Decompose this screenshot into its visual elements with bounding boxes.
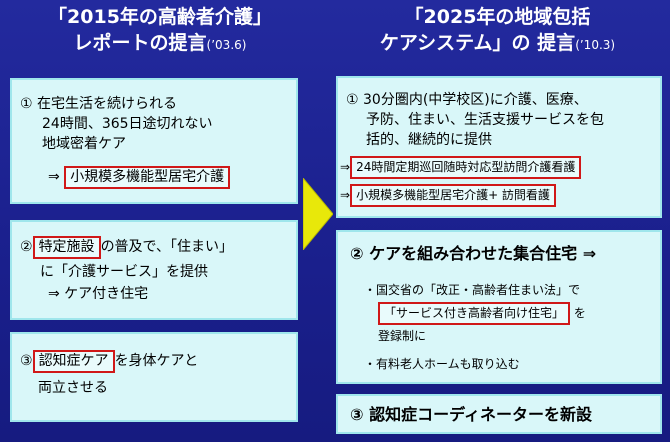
- left-box-1-line1: ① 在宅生活を続けられる: [20, 94, 177, 114]
- right-box-3: ③ 認知症コーディネーターを新設: [336, 394, 662, 434]
- left-title-line2: レポートの提言: [73, 32, 207, 54]
- right-box-1-highlight1: 24時間定期巡回随時対応型訪問介護看護: [350, 156, 582, 179]
- right-box-1-num: ①: [346, 92, 359, 108]
- arrow-icon: ⇒: [340, 188, 351, 202]
- right-box-1: ① 30分圏内(中学校区)に介護、医療、 予防、住まい、生活支援サービスを包 括…: [336, 76, 662, 218]
- right-box-1-line3: 括的、継続的に提供: [366, 132, 492, 148]
- right-box-2-bullet2: ・有料老人ホームも取り込む: [364, 357, 520, 371]
- right-box-1-line2: 予防、住まい、生活支援サービスを包: [366, 112, 604, 128]
- right-box-2: ② ケアを組み合わせた集合住宅 ⇒ ・国交省の「改正・高齢者住まい法」で 「サー…: [336, 230, 662, 384]
- left-box-1: ① 在宅生活を続けられる 24時間、365日途切れない 地域密着ケア ⇒ 小規模…: [10, 78, 298, 204]
- left-box-3-text1: を身体ケアと: [114, 353, 199, 369]
- right-box-2-line2: 「サービス付き高齢者向け住宅」 を: [378, 302, 586, 325]
- right-box-1-highlight2: 小規模多機能型居宅介護+ 訪問看護: [350, 184, 556, 207]
- right-box-2-line3: 登録制に: [378, 329, 427, 343]
- left-box-2-line2: に「介護サービス」を提供: [40, 264, 208, 280]
- left-box-1-line3: 地域密着ケア: [42, 136, 126, 152]
- left-box-1-text1: 在宅生活を続けられる: [37, 96, 178, 112]
- right-box-2-after: を: [573, 306, 586, 320]
- right-arrow-icon: [303, 178, 333, 250]
- right-box-1-arrow-line1: ⇒24時間定期巡回随時対応型訪問介護看護: [340, 156, 582, 179]
- right-title-line1: 「2025年の地域包括: [404, 6, 591, 28]
- right-title-line2: ケアシステム」の 提言: [379, 32, 576, 54]
- right-box-1-text1: 30分圏内(中学校区)に介護、医療、: [363, 92, 588, 108]
- left-box-1-arrow-line: ⇒ 小規模多機能型居宅介護: [48, 166, 231, 189]
- left-box-1-highlight: 小規模多機能型居宅介護: [64, 166, 231, 189]
- right-box-2-bullet1: ・国交省の「改正・高齢者住まい法」で: [364, 283, 581, 297]
- left-box-3-highlight: 認知症ケア: [32, 350, 115, 373]
- arrow-icon: ⇒: [48, 169, 60, 185]
- arrow-icon: ⇒: [340, 160, 351, 174]
- left-box-1-line2: 24時間、365日途切れない: [42, 116, 213, 132]
- right-box-1-line1: ① 30分圏内(中学校区)に介護、医療、: [346, 90, 588, 110]
- left-title-line1: 「2015年の高齢者介護」: [48, 6, 272, 28]
- left-title-date: (’03.6): [206, 38, 247, 52]
- left-box-3-num: ③: [20, 353, 33, 369]
- left-box-2-text1: の普及で、「住まい」: [100, 239, 234, 255]
- left-title-line2-wrap: レポートの提言(’03.6): [10, 30, 310, 58]
- right-box-2-highlight: 「サービス付き高齢者向け住宅」: [378, 302, 571, 325]
- left-box-2-highlight: 特定施設: [32, 236, 101, 259]
- left-box-2-line3: ⇒ ケア付き住宅: [48, 286, 149, 302]
- left-title: 「2015年の高齢者介護」 レポートの提言(’03.6): [10, 4, 310, 58]
- right-title: 「2025年の地域包括 ケアシステム」の 提言(’10.3): [330, 4, 665, 58]
- right-box-3-heading: ③ 認知症コーディネーターを新設: [350, 405, 592, 424]
- right-title-date: (’10.3): [575, 38, 616, 52]
- right-box-2-heading: ② ケアを組み合わせた集合住宅 ⇒: [350, 244, 597, 263]
- left-box-1-num: ①: [20, 96, 33, 112]
- right-title-line2-wrap: ケアシステム」の 提言(’10.3): [330, 30, 665, 58]
- left-box-3-line2: 両立させる: [38, 380, 108, 396]
- left-box-2-num: ②: [20, 239, 33, 255]
- right-box-1-arrow-line2: ⇒小規模多機能型居宅介護+ 訪問看護: [340, 184, 556, 207]
